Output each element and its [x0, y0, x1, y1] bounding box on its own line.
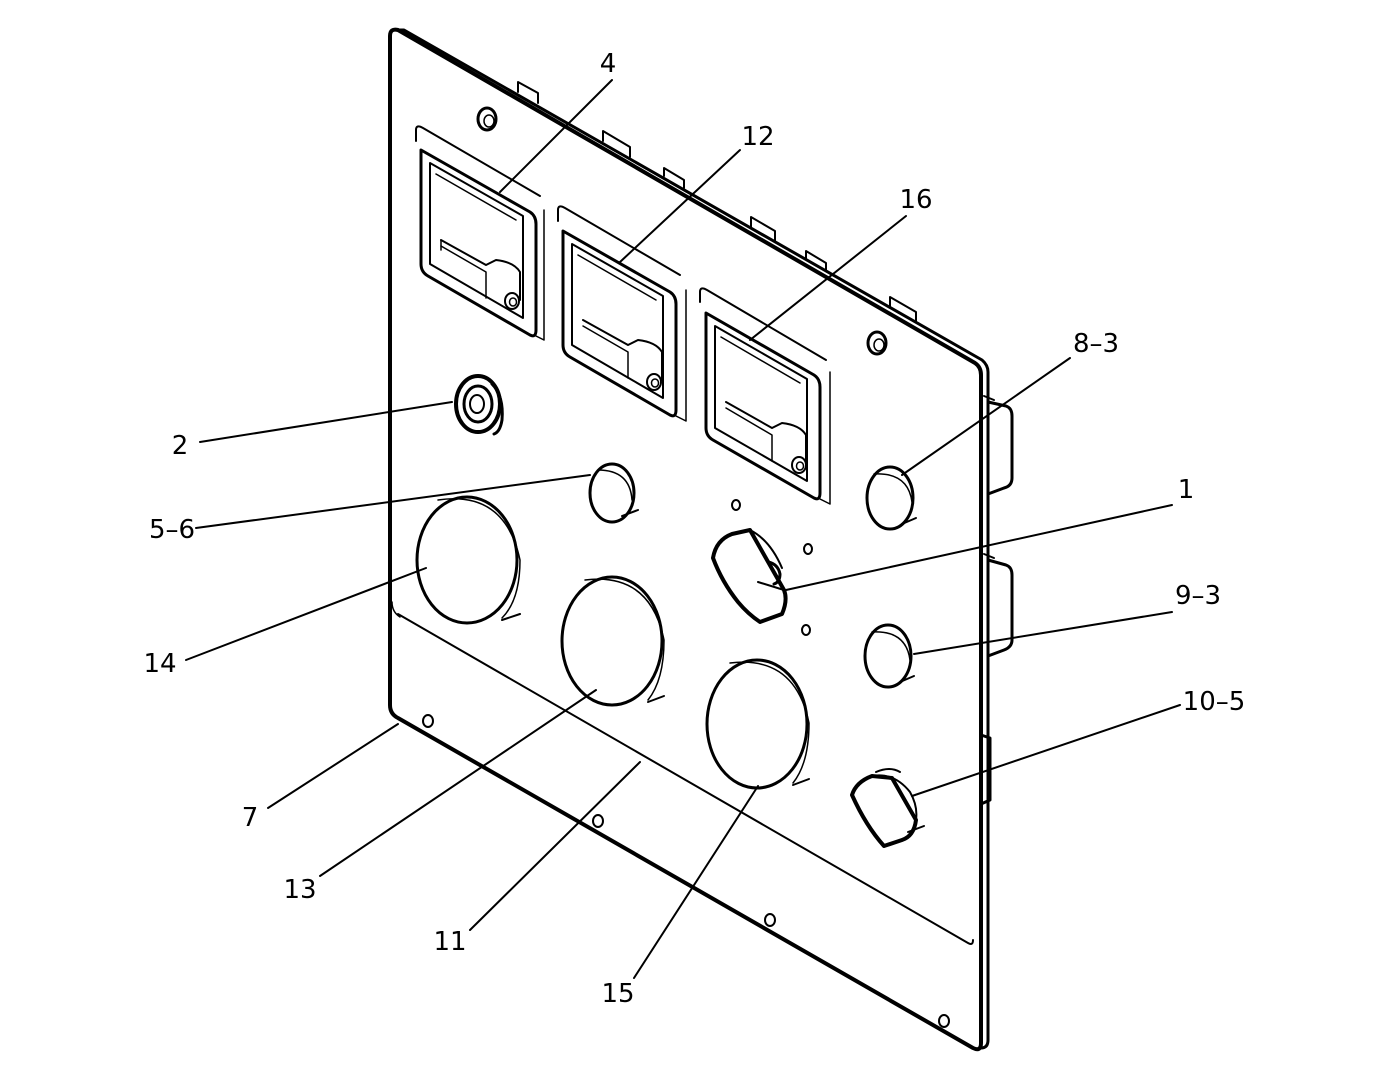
rear-brackets: [517, 81, 917, 323]
leader-9-3: [913, 611, 1173, 655]
leader-15: [633, 785, 759, 979]
lamp-5-6: [588, 462, 639, 524]
callout-15: 15: [601, 979, 634, 1009]
callout-1: 1: [1178, 475, 1195, 505]
panel-plate: [388, 27, 990, 1052]
callout-2: 2: [172, 431, 189, 461]
leader-lines: [185, 79, 1181, 979]
mounting-holes: [422, 106, 950, 1028]
leader-12: [619, 149, 741, 263]
meter-15: [705, 658, 810, 790]
side-brackets: [979, 395, 1014, 806]
pin-hole-3: [801, 624, 811, 636]
pin-hole-1: [731, 499, 741, 511]
bottom-hole-2: [592, 814, 604, 828]
leader-16: [749, 215, 907, 341]
bottom-hole-1: [422, 714, 434, 728]
callout-14: 14: [143, 649, 176, 679]
selector-switch-10-5: [850, 768, 925, 848]
leader-7: [267, 723, 399, 809]
leader-13: [319, 689, 597, 877]
leader-2: [199, 401, 453, 443]
gauge-16: [699, 287, 831, 505]
bottom-hole-3: [764, 913, 776, 927]
meter-13: [560, 575, 665, 707]
callout-8-3: 8–3: [1073, 329, 1119, 359]
leader-4: [499, 79, 613, 193]
callout-labels: 4 12 16 8–3 2 5–6 1 14 9–3 10–5 7 13 11 …: [143, 49, 1245, 1009]
callout-10-5: 10–5: [1183, 687, 1246, 717]
pin-hole-2: [803, 543, 813, 555]
callout-16: 16: [899, 185, 932, 215]
button-9-3: [863, 623, 915, 689]
button-8-3: [865, 465, 917, 531]
callout-13: 13: [283, 875, 316, 905]
bottom-hole-4: [938, 1014, 950, 1028]
meter-14: [415, 495, 521, 625]
leader-11: [469, 761, 641, 931]
callout-7: 7: [242, 803, 259, 833]
callout-9-3: 9–3: [1175, 581, 1221, 611]
hole-top-right: [866, 330, 888, 356]
leader-5-6: [195, 474, 591, 529]
gauge-12: [557, 205, 687, 422]
leader-10-5: [911, 704, 1181, 797]
leader-8-3: [901, 357, 1071, 476]
callout-5-6: 5–6: [149, 515, 195, 545]
leader-1: [785, 504, 1173, 591]
leader-14: [185, 567, 427, 661]
indicator-2: [454, 374, 504, 436]
rotary-knob-1: [711, 528, 788, 624]
hole-top-left: [476, 106, 498, 132]
gauge-4: [415, 125, 545, 341]
callout-4: 4: [600, 49, 617, 79]
callout-11: 11: [433, 927, 466, 957]
callout-12: 12: [741, 122, 774, 152]
